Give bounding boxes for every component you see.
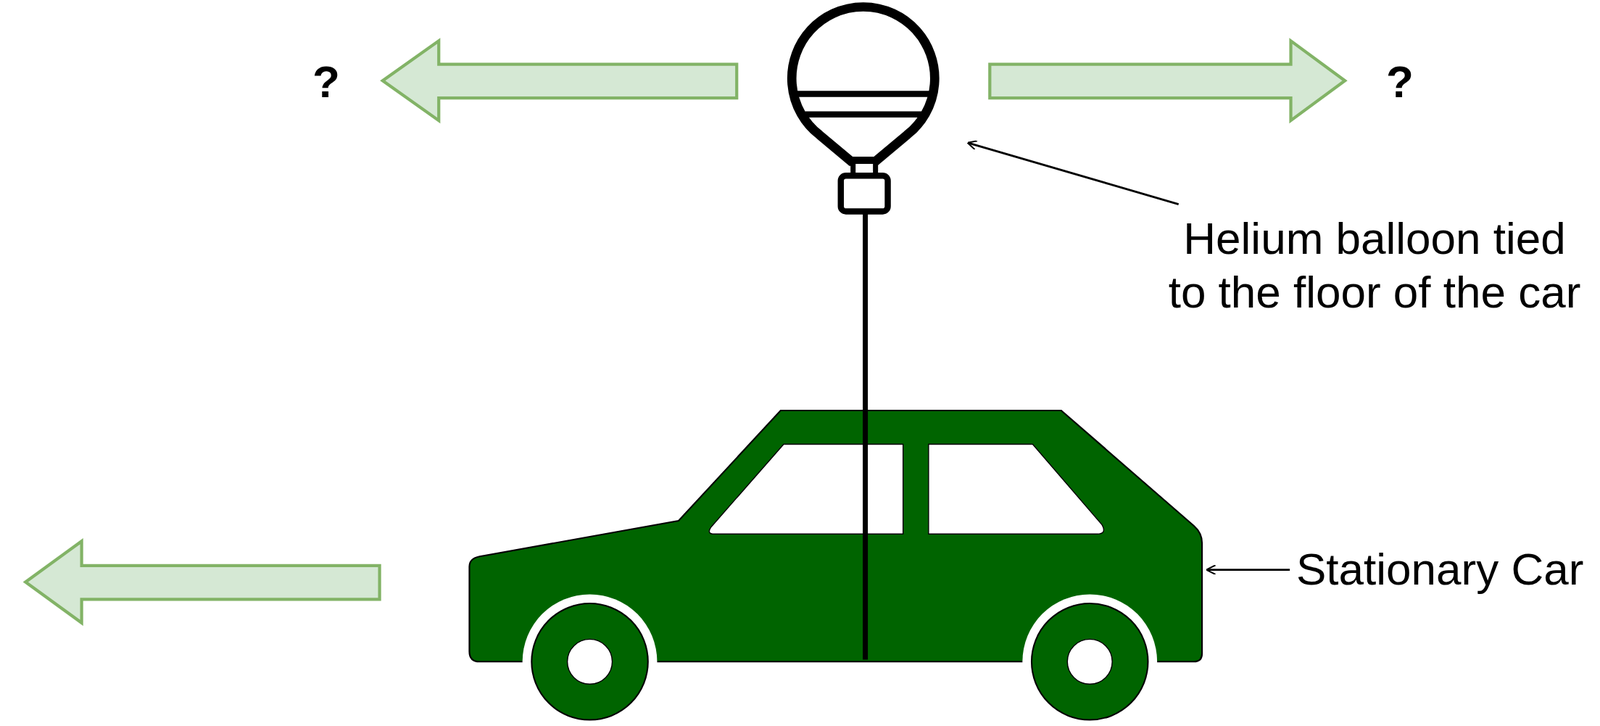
question-mark: ? bbox=[312, 55, 341, 109]
direction-arrow bbox=[989, 40, 1345, 121]
leader-line bbox=[1207, 568, 1290, 571]
car bbox=[469, 410, 1202, 726]
callout-label: Stationary Car bbox=[1296, 542, 1584, 596]
question-mark: ? bbox=[1386, 55, 1414, 109]
callout-label: Helium balloon tied to the floor of the … bbox=[1163, 211, 1586, 320]
motion-arrow bbox=[25, 540, 380, 623]
direction-arrow bbox=[382, 40, 737, 121]
balloon-string bbox=[862, 210, 868, 659]
helium-balloon bbox=[791, 7, 935, 212]
leader-line bbox=[968, 142, 1179, 204]
